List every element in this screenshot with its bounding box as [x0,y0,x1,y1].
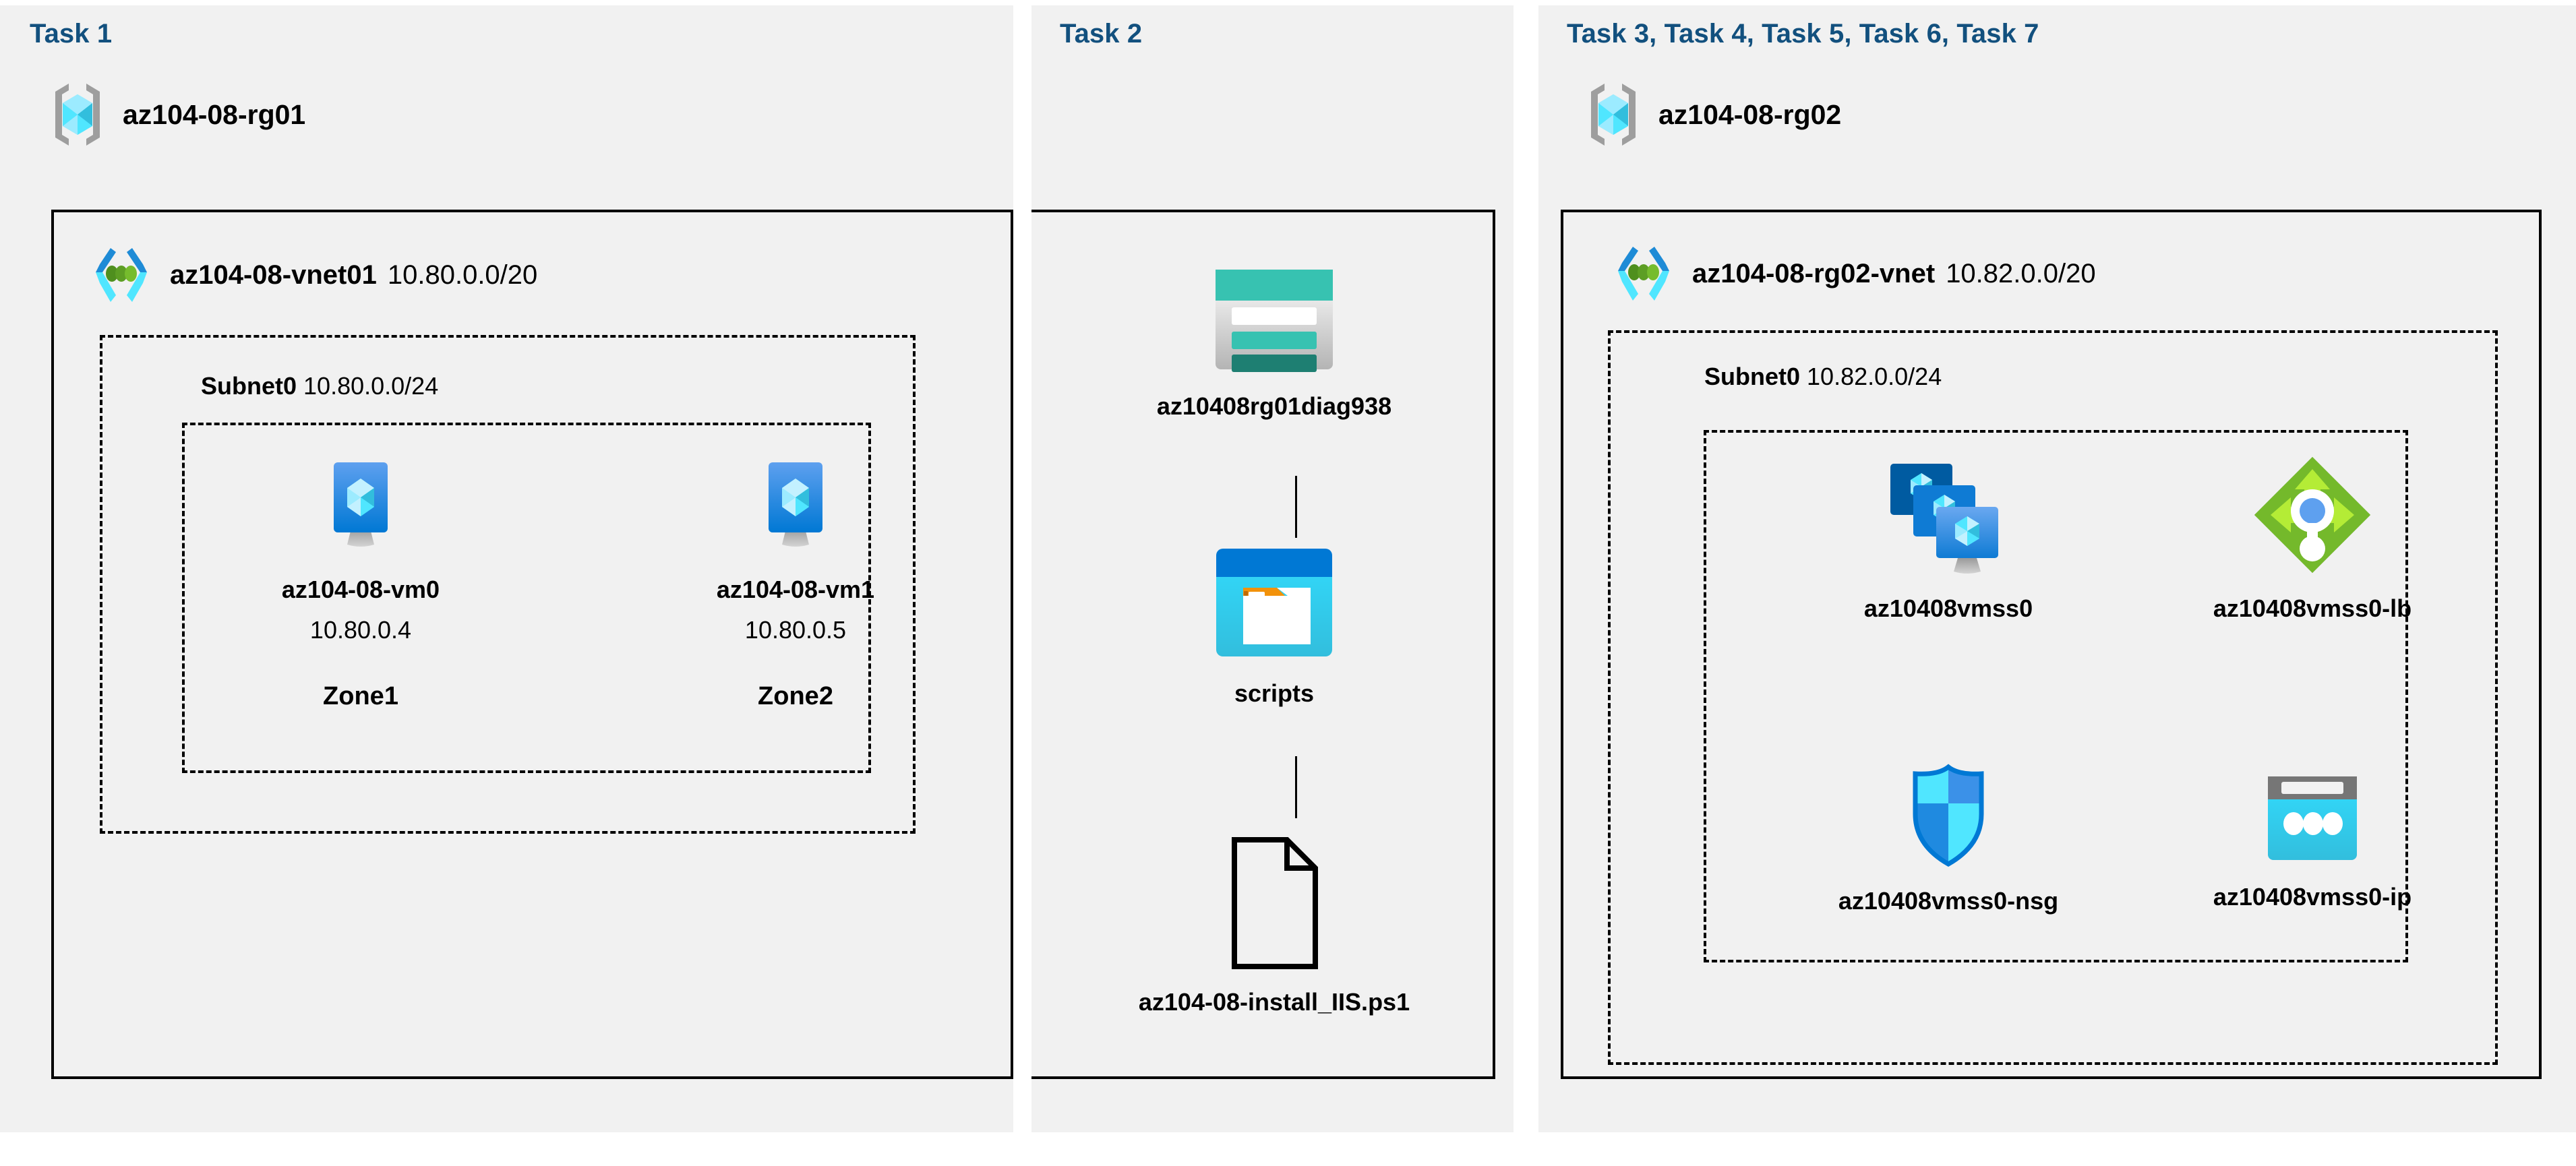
resource-group-rg02: az104-08-rg02 [1584,80,1841,150]
resource-group-name: az104-08-rg01 [123,98,306,130]
public-ip-address-icon [2263,774,2362,865]
node-storage-account[interactable]: az10408rg01diag938 [1146,263,1402,421]
vm-zone: Zone2 [758,682,833,710]
task1-label: Task 1 [30,19,113,49]
vnet01-header: az104-08-vnet01 10.80.0.0/20 [88,244,537,306]
vnet-cidr: 10.82.0.0/20 [1946,258,2096,288]
node-vm1[interactable]: az104-08-vm1 10.80.0.5 Zone2 [688,458,903,711]
resource-group-icon [49,80,107,150]
vm-zone: Zone1 [323,682,398,710]
connector-storage-to-container [1295,476,1297,538]
node-vm-scale-set[interactable]: az10408vmss0 [1807,458,2090,623]
task1-panel [0,5,1013,1132]
task3-label: Task 3, Task 4, Task 5, Task 6, Task 7 [1567,19,2039,49]
node-public-ip-address[interactable]: az10408vmss0-ip [2178,774,2447,911]
task3-panel [1538,5,2576,1132]
resource-group-name: az104-08-rg02 [1658,98,1842,130]
file-document-icon [1228,836,1321,971]
blob-container-name: scripts [1234,679,1315,707]
virtual-network-icon [1610,243,1677,305]
vm-name: az104-08-vm1 [716,576,875,603]
vnet-name: az104-08-rg02-vnet [1692,258,1936,288]
zone-group-boundary [182,423,871,773]
connector-container-to-file [1295,756,1297,818]
node-vm0[interactable]: az104-08-vm0 10.80.0.4 Zone1 [253,458,469,711]
vnet-cidr: 10.80.0.0/20 [387,259,538,290]
node-load-balancer[interactable]: az10408vmss0-lb [2157,453,2467,623]
resource-group-icon [1584,80,1642,150]
vnet01-right-edge [1011,210,1013,1079]
subnet0-vnet01-boundary [100,335,916,834]
vnet01-boundary [51,210,1495,1079]
subnet0-vnet02-label: Subnet0 10.82.0.0/24 [1704,363,1942,391]
subnet-cidr: 10.80.0.0/24 [303,372,439,400]
subnet-cidr: 10.82.0.0/24 [1807,363,1942,390]
load-balancer-icon [2250,453,2374,577]
storage-account-icon [1211,263,1337,375]
task2-label: Task 2 [1060,19,1143,49]
virtual-network-icon [88,244,155,306]
panel-gap-2 [1514,0,1538,1166]
vm-scale-set-icon [1882,458,2014,577]
load-balancer-name: az10408vmss0-lb [2213,594,2412,622]
node-blob-container[interactable]: scripts [1146,546,1402,708]
blob-container-icon [1214,546,1335,662]
node-script-file[interactable]: az104-08-install_IIS.ps1 [1106,836,1443,1016]
subnet0-vnet01-label: Subnet0 10.80.0.0/24 [201,372,438,400]
vm-scale-set-name: az10408vmss0 [1863,594,2033,622]
vnet02-header: az104-08-rg02-vnet 10.82.0.0/20 [1610,243,2096,305]
subnet0-vnet02-boundary [1608,330,2498,1065]
vnet02-boundary [1561,210,2542,1079]
vm-ip-address: 10.80.0.4 [309,616,412,644]
subnet-name: Subnet0 [201,372,297,400]
subnet-name: Subnet0 [1704,363,1801,390]
panel-gap-1 [1013,0,1031,1166]
script-file-name: az104-08-install_IIS.ps1 [1138,988,1410,1016]
public-ip-name: az10408vmss0-ip [2213,883,2412,911]
node-network-security-group[interactable]: az10408vmss0-nsg [1807,762,2090,915]
vm-ip-address: 10.80.0.5 [744,616,847,644]
vm-name: az104-08-vm0 [281,576,440,603]
virtual-machine-icon [316,458,405,558]
storage-account-name: az10408rg01diag938 [1156,392,1392,420]
resource-group-rg01: az104-08-rg01 [49,80,305,150]
vnet-name: az104-08-vnet01 [170,259,377,290]
nsg-name: az10408vmss0-nsg [1838,887,2059,915]
vmss-group-boundary [1704,430,2408,962]
virtual-machine-icon [751,458,840,558]
network-security-group-icon [1903,762,1994,869]
